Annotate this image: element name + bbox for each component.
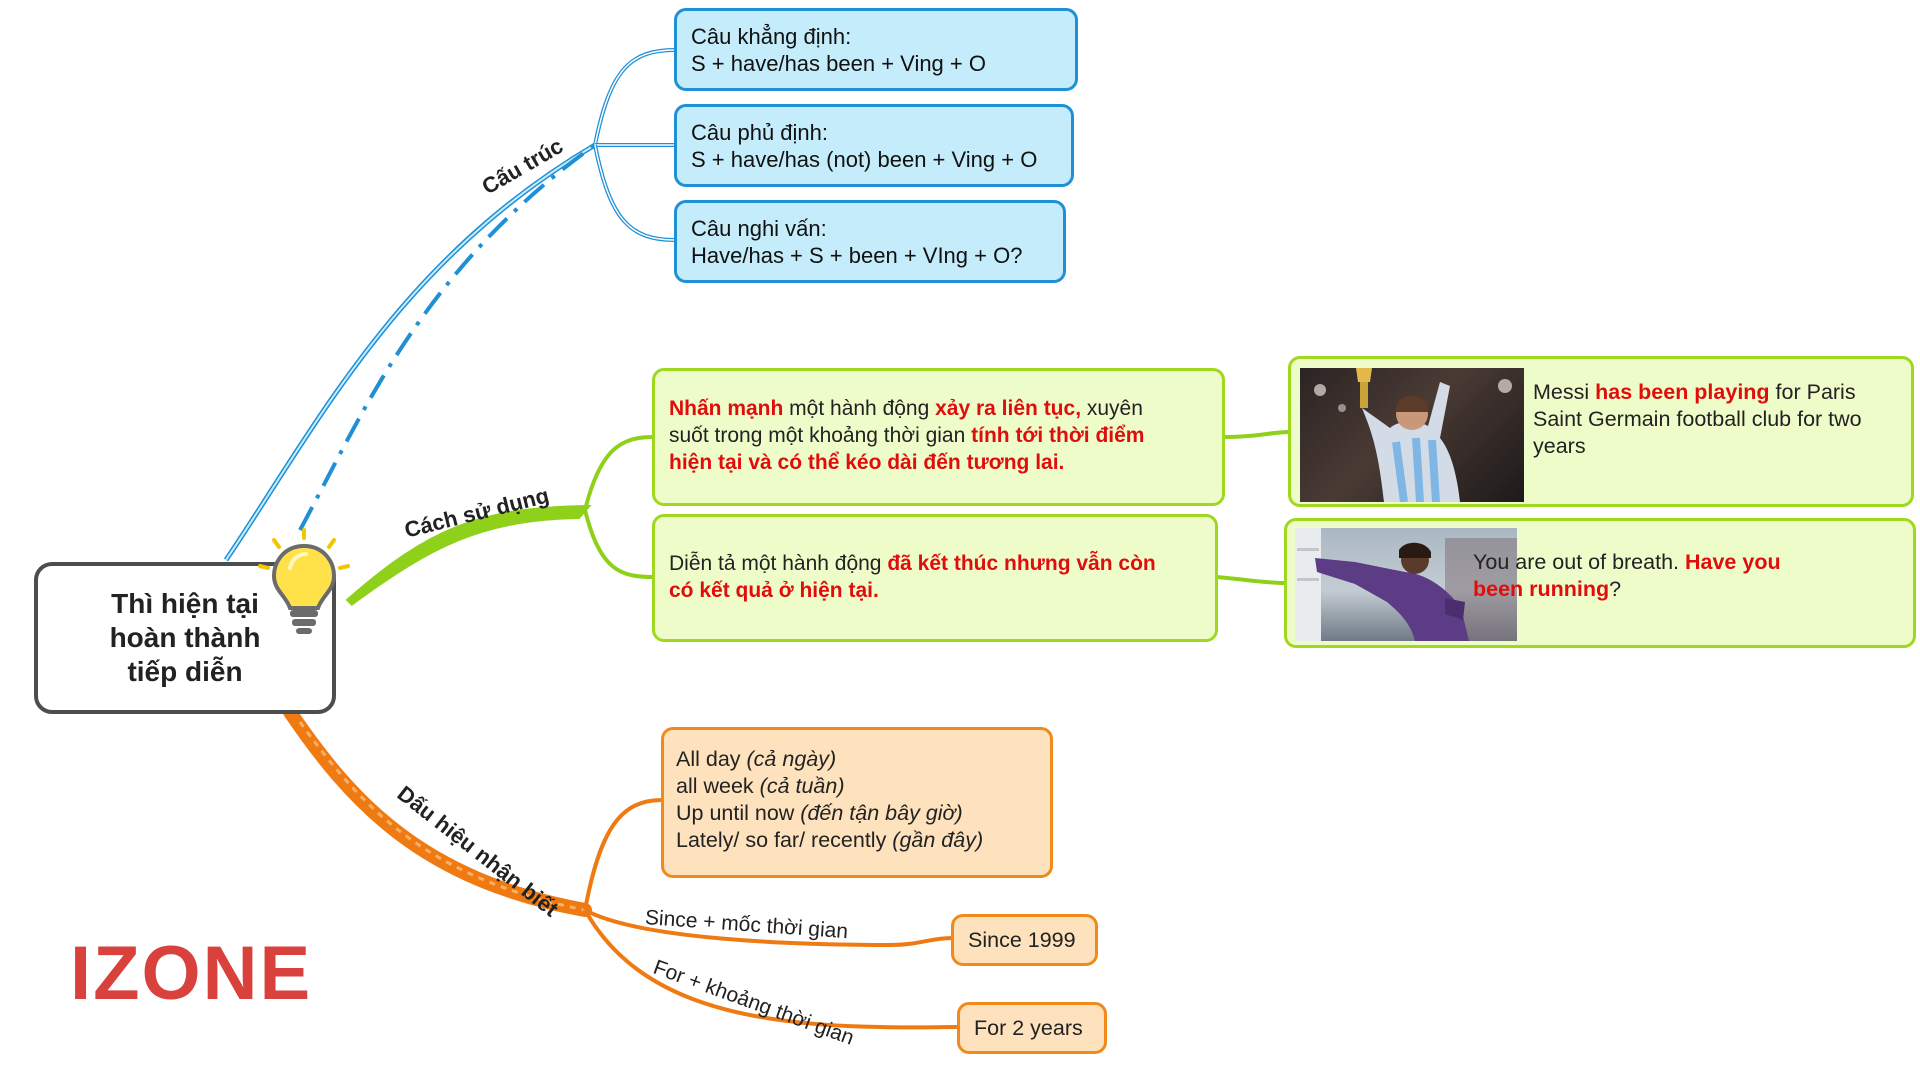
signal-text: all week — [676, 774, 760, 798]
signals-list-node[interactable]: All day (cả ngày) all week (cả tuần) Up … — [661, 727, 1053, 878]
example-text: Messi — [1533, 380, 1595, 404]
signals-link-list — [585, 800, 662, 910]
signal-note: (gần đây) — [892, 828, 983, 852]
photo-footballer-with-trophy — [1300, 368, 1524, 502]
usage-text: có kết quả ở hiện tại. — [669, 577, 1201, 604]
node-formula: Have/has + S + been + VIng + O? — [691, 242, 1049, 269]
izone-logo: IZONE — [70, 930, 312, 1017]
usage-text: suốt trong một khoảng thời gian — [669, 424, 971, 447]
usage-link-1 — [585, 437, 653, 510]
structure-link-3 — [595, 145, 675, 240]
structure-affirmative-node[interactable]: Câu khẳng định: S + have/has been + Ving… — [674, 8, 1078, 91]
example-text: for Paris — [1770, 380, 1856, 404]
node-formula: S + have/has been + Ving + O — [691, 50, 1061, 77]
signal-note: (đến tận bây giờ) — [800, 801, 962, 825]
node-formula: S + have/has (not) been + Ving + O — [691, 146, 1057, 173]
usage-text: xảy ra liên tục, — [935, 397, 1081, 420]
usage-example-2-node[interactable]: You are out of breath. Have you been run… — [1284, 518, 1916, 648]
for-example: For 2 years — [974, 1016, 1083, 1040]
signal-text: Up until now — [676, 801, 800, 825]
central-topic-line-2: hoàn thành — [110, 621, 261, 655]
example-text: You are out of breath. — [1473, 550, 1685, 574]
signals-since-node[interactable]: Since 1999 — [951, 914, 1098, 966]
usage-example-1-node[interactable]: Messi has been playing for Paris Saint G… — [1288, 356, 1914, 507]
example-text: Saint Germain football club for two — [1533, 406, 1862, 433]
usage-text: tính tới thời điểm — [971, 424, 1144, 447]
example-text: years — [1533, 433, 1862, 460]
central-topic-line-3: tiếp diễn — [127, 655, 242, 689]
structure-question-node[interactable]: Câu nghi vấn: Have/has + S + been + VIng… — [674, 200, 1066, 283]
usage-result-node[interactable]: Diễn tả một hành động đã kết thúc nhưng … — [652, 514, 1218, 642]
signals-for-node[interactable]: For 2 years — [957, 1002, 1107, 1054]
usage-continuous-node[interactable]: Nhấn mạnh một hành động xảy ra liên tục,… — [652, 368, 1225, 506]
signal-note: (cả ngày) — [747, 747, 837, 771]
node-heading: Câu khẳng định: — [691, 23, 1061, 50]
usage-example-link-2 — [1217, 577, 1285, 583]
signal-text: All day — [676, 747, 747, 771]
central-topic-line-1: Thì hiện tại — [111, 587, 259, 621]
usage-text: xuyên — [1081, 397, 1143, 420]
node-heading: Câu phủ định: — [691, 119, 1057, 146]
signal-text: Lately/ so far/ recently — [676, 828, 892, 852]
usage-text: hiện tại và có thể kéo dài đến tương lai… — [669, 449, 1208, 476]
example-text: has been playing — [1595, 380, 1769, 404]
structure-link-1 — [595, 50, 675, 145]
usage-text: một hành động — [783, 397, 935, 420]
lightbulb-icon — [254, 528, 354, 643]
signal-note: (cả tuần) — [760, 774, 845, 798]
example-text: ? — [1609, 577, 1621, 601]
usage-example-link-1 — [1224, 432, 1290, 437]
structure-negative-node[interactable]: Câu phủ định: S + have/has (not) been + … — [674, 104, 1074, 187]
usage-link-2 — [585, 510, 653, 577]
usage-text: Nhấn mạnh — [669, 397, 783, 420]
node-heading: Câu nghi vấn: — [691, 215, 1049, 242]
structure-branch-line-2 — [300, 145, 595, 530]
usage-text: Diễn tả một hành động — [669, 552, 887, 575]
example-text: Have you — [1685, 550, 1781, 574]
example-text: been running — [1473, 577, 1609, 601]
since-example: Since 1999 — [968, 928, 1076, 952]
usage-text: đã kết thúc nhưng vẫn còn — [887, 552, 1155, 575]
